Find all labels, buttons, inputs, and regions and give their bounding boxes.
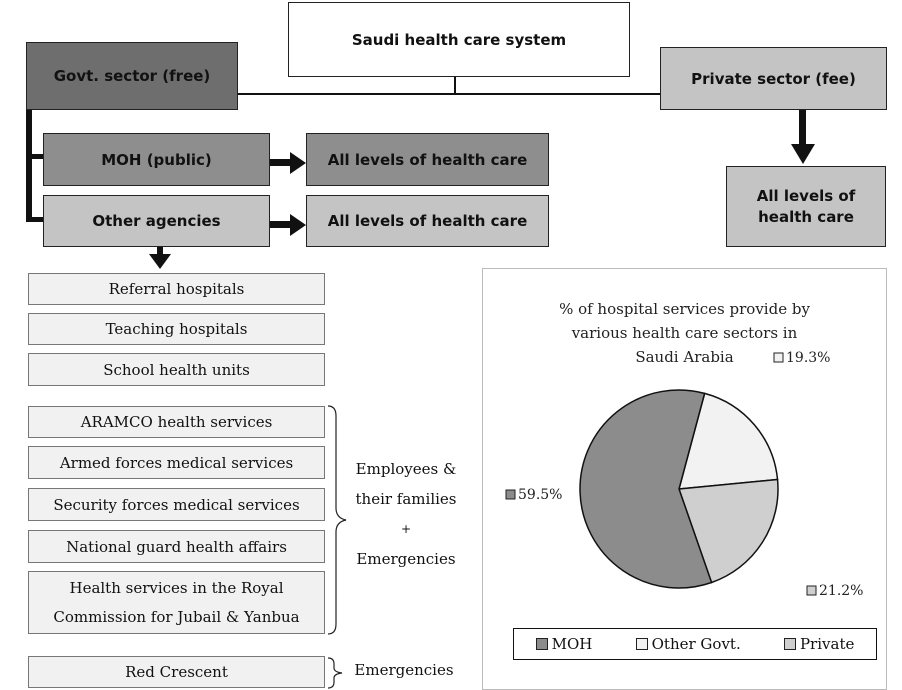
referral-hospitals-item: Referral hospitals bbox=[28, 273, 325, 305]
employees-note-line-3: + bbox=[400, 522, 412, 536]
govt-trunk-line bbox=[26, 110, 32, 222]
data-label-text-other-govt: 19.3% bbox=[786, 350, 830, 366]
pie-chart: 59.5% 19.3% 21.2% bbox=[505, 350, 863, 599]
pie-chart-panel: % of hospital services provide by variou… bbox=[482, 268, 887, 690]
govt-sector-box: Govt. sector (free) bbox=[26, 42, 238, 110]
data-label-moh: 59.5% bbox=[505, 487, 562, 503]
legend-item-private: Private bbox=[783, 635, 855, 653]
legend-item-moh: MOH bbox=[535, 635, 593, 653]
legend-swatch-other-govt bbox=[635, 638, 648, 650]
chart-legend: MOH Other Govt. Private bbox=[513, 628, 877, 660]
root-horizontal-connector bbox=[238, 93, 660, 95]
armed-forces-item: Armed forces medical services bbox=[28, 446, 325, 479]
govt-branch-other bbox=[26, 217, 44, 222]
employees-note-line-2: their families bbox=[355, 490, 457, 508]
govt-branch-moh bbox=[26, 154, 44, 159]
legend-swatch-moh bbox=[535, 638, 548, 650]
chart-title-line-3: Saudi Arabia bbox=[635, 348, 734, 366]
employees-brace bbox=[327, 405, 347, 635]
aramco-item: ARAMCO health services bbox=[28, 406, 325, 438]
data-label-text-private: 21.2% bbox=[819, 583, 863, 599]
chart-title-line-2: various health care sectors in bbox=[571, 324, 798, 342]
chart-title-line-1: % of hospital services provide by bbox=[559, 300, 810, 318]
legend-label-other-govt: Other Govt. bbox=[651, 635, 741, 653]
private-all-levels-box: All levels of health care bbox=[726, 166, 886, 247]
moh-box: MOH (public) bbox=[43, 133, 270, 186]
arrow-down-hospitals bbox=[149, 245, 171, 269]
arrow-other-agencies bbox=[268, 214, 306, 236]
pie-slice-other-govt bbox=[677, 392, 779, 490]
legend-label-private: Private bbox=[799, 635, 855, 653]
employees-note: Employees & their families + Emergencies bbox=[340, 452, 472, 576]
employees-note-line-4: Emergencies bbox=[356, 550, 456, 568]
security-forces-item: Security forces medical services bbox=[28, 488, 325, 521]
data-label-swatch-other-govt bbox=[773, 352, 784, 363]
pie-slice-private bbox=[677, 478, 779, 584]
arrow-moh bbox=[268, 152, 306, 174]
private-sector-box: Private sector (fee) bbox=[660, 47, 887, 110]
data-label-private: 21.2% bbox=[806, 583, 863, 599]
royal-commission-item: Health services in the Royal Commission … bbox=[28, 571, 325, 634]
moh-all-levels-box: All levels of health care bbox=[306, 133, 549, 186]
data-label-swatch-private bbox=[806, 585, 817, 596]
root-box: Saudi health care system bbox=[288, 2, 630, 77]
other-agencies-box: Other agencies bbox=[43, 195, 270, 247]
red-crescent-item: Red Crescent bbox=[28, 656, 325, 688]
other-all-levels-box: All levels of health care bbox=[306, 195, 549, 247]
arrow-private bbox=[791, 110, 815, 164]
data-label-swatch-moh bbox=[505, 489, 516, 500]
data-label-text-moh: 59.5% bbox=[518, 487, 562, 503]
legend-label-moh: MOH bbox=[551, 635, 593, 653]
red-crescent-note: Emergencies bbox=[354, 661, 454, 679]
root-vertical-connector bbox=[454, 77, 456, 94]
red-crescent-brace bbox=[327, 657, 343, 689]
legend-swatch-private bbox=[783, 638, 796, 650]
legend-item-other-govt: Other Govt. bbox=[635, 635, 741, 653]
national-guard-item: National guard health affairs bbox=[28, 530, 325, 563]
data-label-other-govt: 19.3% bbox=[773, 350, 830, 366]
school-health-units-item: School health units bbox=[28, 353, 325, 386]
pie-slice-moh bbox=[579, 389, 713, 589]
chart-title: % of hospital services provide by variou… bbox=[483, 297, 886, 369]
employees-note-line-1: Employees & bbox=[355, 460, 457, 478]
teaching-hospitals-item: Teaching hospitals bbox=[28, 313, 325, 345]
